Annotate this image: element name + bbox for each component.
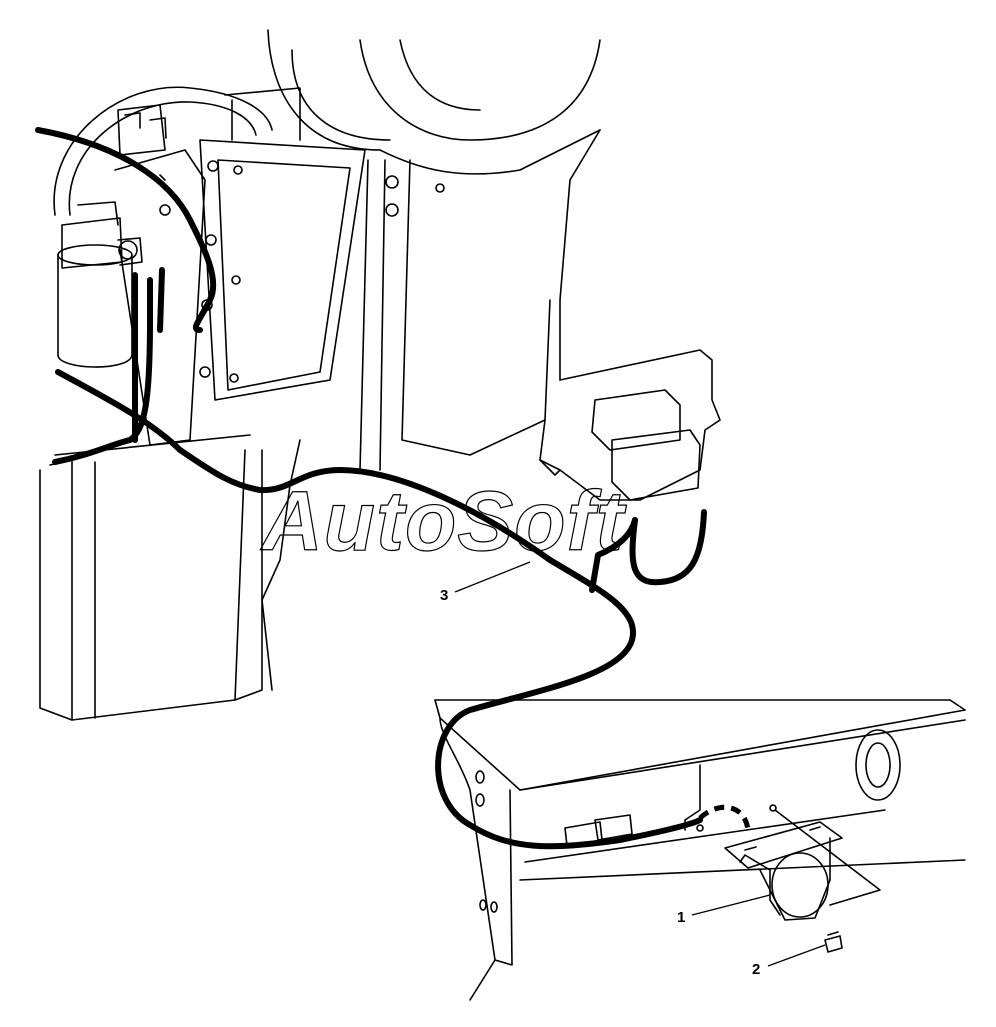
rear-crossmember [434,699,966,1001]
callout-2-label: 2 [752,961,760,978]
callout-3-label: 3 [440,587,448,604]
callout-1-label: 1 [677,909,685,926]
relay-housing [539,349,721,501]
center-pillar [261,159,551,691]
hose-loop [53,86,273,216]
inline-connector [564,814,633,847]
upper-housing [267,29,601,381]
bolt [824,931,843,953]
watermark: AutoSoft [260,474,627,568]
sensor-bracket [696,804,881,921]
hidden-harness-dashed [698,804,751,831]
callout-leaders [454,561,826,967]
control-module-plate [199,87,366,401]
